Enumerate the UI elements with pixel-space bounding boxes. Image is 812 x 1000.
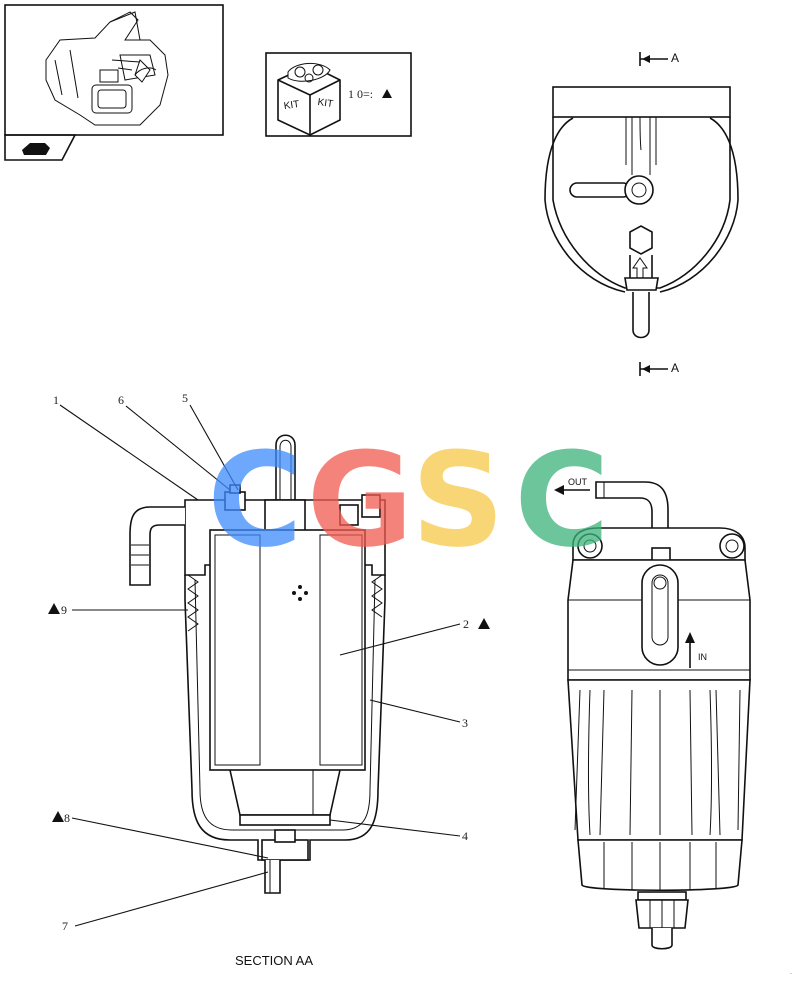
in-arrow: IN [685, 632, 707, 668]
kit-left-label: KIT [283, 99, 300, 112]
section-marker-top-label: A [671, 51, 679, 65]
watermark-letter-1: C [207, 424, 302, 576]
watermark-letter-2: G [307, 424, 414, 576]
kit-box[interactable]: KIT KIT 1 0=: [265, 52, 412, 137]
in-label: IN [698, 652, 707, 662]
callout-4[interactable]: 4 [462, 829, 468, 843]
callout-2[interactable]: 2 [463, 617, 469, 631]
out-label: OUT [568, 477, 588, 487]
callout-9-triangle-icon [48, 603, 60, 614]
kit-quantity-text: 1 0=: [348, 87, 373, 101]
callout-3[interactable]: 3 [462, 716, 468, 730]
callout-5[interactable]: 5 [182, 391, 188, 405]
callout-9[interactable]: 9 [61, 603, 67, 617]
callout-6[interactable]: 6 [118, 393, 124, 407]
exterior-view-drawing: OUT IN [554, 477, 751, 950]
top-view-drawing: A A [544, 51, 739, 376]
watermark-letter-3: S [411, 424, 505, 576]
location-thumbnail[interactable] [4, 4, 224, 161]
view-camera-icon [22, 143, 50, 155]
section-marker-bottom: A [639, 361, 679, 376]
section-title: SECTION AA [235, 953, 313, 968]
kit-triangle-icon [382, 89, 392, 98]
corner-mark: · [790, 971, 792, 977]
out-arrow: OUT [554, 477, 590, 495]
callout-2-triangle-icon [478, 618, 490, 629]
section-marker-top: A [639, 51, 679, 66]
callout-8-triangle-icon [52, 811, 64, 822]
excavator-thumbnail-icon [45, 11, 169, 126]
leader-lines [59, 404, 461, 927]
kit-package-icon [277, 63, 341, 136]
watermark-letter-4: C [514, 424, 609, 576]
section-marker-bottom-label: A [671, 361, 679, 375]
callouts: 1 6 5 2 9 3 4 8 7 [48, 391, 490, 933]
cgsc-watermark: C G S C [207, 424, 609, 576]
callout-1[interactable]: 1 [53, 393, 59, 407]
callout-7[interactable]: 7 [62, 919, 68, 933]
callout-8[interactable]: 8 [64, 811, 70, 825]
kit-right-label: KIT [317, 97, 334, 110]
section-aa-drawing: SECTION AA [129, 434, 386, 968]
